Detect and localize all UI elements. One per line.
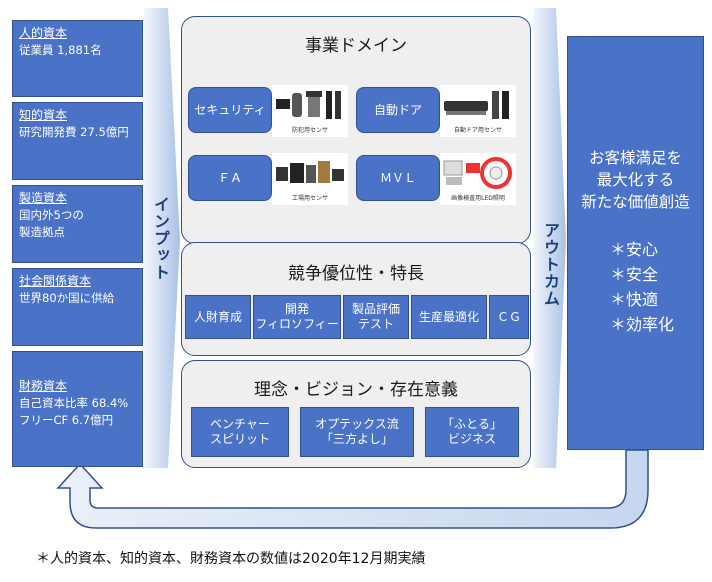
capital-title: 財務資本 (19, 379, 68, 393)
strength-product-testing: 製品評価 テスト (343, 295, 409, 339)
feedback-loop-arrow (56, 449, 649, 529)
domain-automatic-door: 自動ドア (356, 87, 440, 133)
capital-title: 人的資本 (19, 26, 68, 40)
outcome-value: ＊安心 (610, 240, 659, 259)
led-lighting-photo: 画像検査用LED照明 (440, 153, 516, 205)
security-sensor-icon (276, 91, 341, 119)
capital-box-human: 人的資本 従業員 1,881名 (12, 20, 143, 97)
led-light-icon (443, 157, 512, 189)
business-domain-panel: 事業ドメイン セキュリティ 防犯用センサ 自動ドア 自動ドア用センサ ＦＡ (181, 16, 531, 244)
philosophy-panel: 理念・ビジョン・存在意義 ベンチャー スピリット オプテックス流 「三方よし」 … (181, 360, 531, 468)
panel-title: 理念・ビジョン・存在意義 (254, 380, 458, 400)
panel-title: 事業ドメイン (305, 36, 407, 56)
outcome-heading: お客様満足を 最大化する 新たな価値創造 (581, 149, 690, 211)
footnote: ＊人的資本、知的資本、財務資本の数値は2020年12月期実績 (36, 551, 426, 567)
capital-value: 国内外5つの 製造拠点 (19, 208, 84, 239)
outcome-value: ＊安全 (610, 265, 659, 284)
strength-cg: ＣＧ (489, 295, 529, 339)
photo-caption: 工場用センサ (291, 195, 328, 202)
capital-value: 自己資本比率 68.4% フリーCF 6.7億円 (19, 396, 129, 427)
domain-fa: ＦＡ (188, 155, 272, 201)
philosophy-venture-spirit: ベンチャー スピリット (191, 407, 289, 457)
panel-title: 競争優位性・特長 (288, 264, 424, 284)
outcome-box: お客様満足を 最大化する 新たな価値創造 ＊安心 ＊安全 ＊快適 ＊効率化 (567, 36, 704, 450)
capital-title: 製造資本 (19, 191, 68, 205)
domain-security: セキュリティ (188, 87, 272, 133)
strength-production-optimization: 生産最適化 (411, 295, 487, 339)
capital-value: 世界80か国に供給 (19, 291, 115, 305)
competitive-advantage-panel: 競争優位性・特長 人財育成 開発 フィロソフィー 製品評価 テスト 生産最適化 … (181, 242, 531, 356)
outcome-arrow-label: アウトカム (541, 222, 560, 307)
photo-caption: 画像検査用LED照明 (451, 195, 505, 202)
capital-value: 従業員 1,881名 (19, 43, 102, 57)
strength-development-philosophy: 開発 フィロソフィー (253, 295, 341, 339)
capital-box-social: 社会関係資本 世界80か国に供給 (12, 268, 143, 346)
outcome-value-list: ＊安心 ＊安全 ＊快適 ＊効率化 (610, 237, 674, 337)
outcome-value: ＊快適 (610, 290, 659, 309)
capital-box-intellectual: 知的資本 研究開発費 27.5億円 (12, 102, 143, 180)
door-sensor-photo: 自動ドア用センサ (440, 85, 516, 137)
security-sensor-photo: 防犯用センサ (272, 85, 348, 137)
capital-value: 研究開発費 27.5億円 (19, 125, 129, 139)
photo-caption: 防犯用センサ (291, 127, 328, 134)
strength-hr-development: 人財育成 (185, 295, 251, 339)
factory-sensor-photo: 工場用センサ (272, 153, 348, 205)
outcome-value: ＊効率化 (610, 315, 675, 334)
input-arrow-label: インプット (151, 196, 170, 281)
input-arrow (144, 8, 180, 468)
outcome-arrow (533, 8, 566, 468)
capital-box-manufacturing: 製造資本 国内外5つの 製造拠点 (12, 185, 143, 263)
door-sensor-icon (444, 91, 509, 119)
capital-title: 社会関係資本 (19, 274, 92, 288)
capital-box-financial: 財務資本 自己資本比率 68.4% フリーCF 6.7億円 (12, 351, 143, 467)
domain-mvl: ＭＶＬ (356, 155, 440, 201)
factory-sensor-icon (276, 161, 344, 183)
philosophy-sanpo-yoshi: オプテックス流 「三方よし」 (300, 407, 414, 457)
capital-title: 知的資本 (19, 108, 68, 122)
philosophy-futoru-business: 「ふとる」 ビジネス (425, 407, 519, 457)
photo-caption: 自動ドア用センサ (453, 127, 502, 134)
